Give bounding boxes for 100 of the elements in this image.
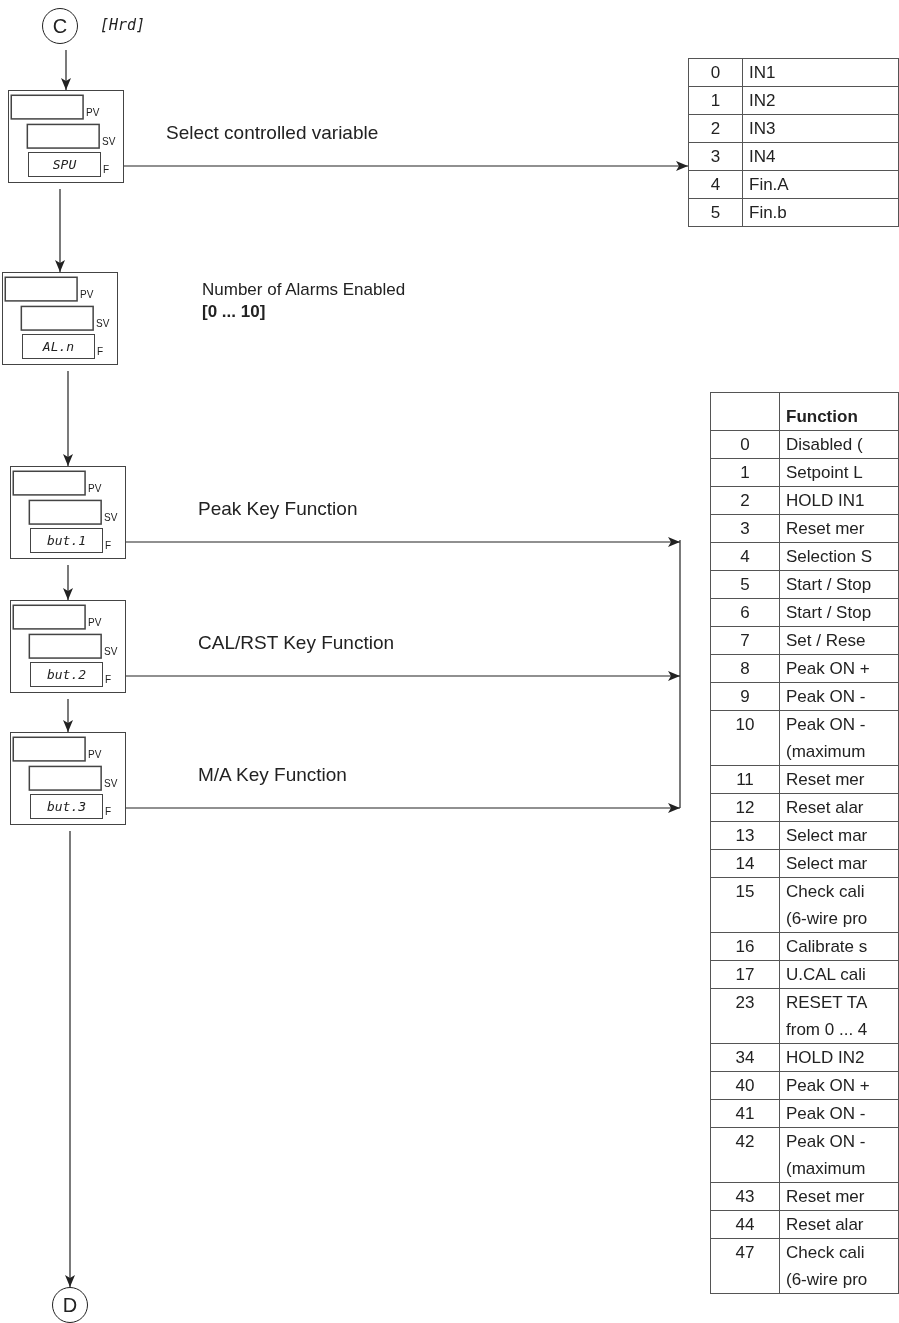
option-description: Check cali (6-wire pro: [779, 1238, 899, 1294]
option-number: 16: [710, 932, 780, 961]
option-number: 12: [710, 793, 780, 822]
parameter-code: SPU: [28, 152, 101, 177]
setting-code: [Hrd]: [100, 16, 146, 34]
column-header: Function: [779, 392, 899, 431]
arrow: [125, 671, 681, 681]
option-description: Select mar: [779, 821, 899, 850]
display-tag: SV: [102, 136, 116, 147]
arrow: [123, 161, 689, 171]
option-number: 0: [710, 430, 780, 459]
controller-display: [10, 600, 126, 693]
option-number: 47: [710, 1238, 780, 1294]
option-description: Reset alar: [779, 793, 899, 822]
display-tag: F: [105, 806, 112, 817]
option-description: IN2: [742, 86, 899, 115]
option-description: Reset alar: [779, 1210, 899, 1239]
option-description: IN1: [742, 58, 899, 87]
option-number: 15: [710, 877, 780, 933]
display-tag: F: [103, 164, 110, 175]
arrow: [55, 188, 65, 273]
option-table: [688, 58, 899, 227]
option-number: 14: [710, 849, 780, 878]
option-number: 7: [710, 626, 780, 655]
option-number: 2: [688, 114, 743, 143]
option-description: Start / Stop: [779, 598, 899, 627]
arrow: [125, 803, 681, 813]
option-number: 4: [710, 542, 780, 571]
option-description: Fin.b: [742, 198, 899, 227]
arrow: [125, 537, 681, 547]
option-number: 1: [688, 86, 743, 115]
option-description: Fin.A: [742, 170, 899, 199]
connector-circle: D: [52, 1287, 88, 1323]
option-number: 40: [710, 1071, 780, 1100]
controller-display: [10, 732, 126, 825]
option-description: HOLD IN1: [779, 486, 899, 515]
parameter-code: but.3: [30, 794, 103, 819]
display-tag: SV: [104, 646, 118, 657]
display-tag: SV: [104, 512, 118, 523]
option-number: 8: [710, 654, 780, 683]
option-number: 5: [710, 570, 780, 599]
option-description: IN3: [742, 114, 899, 143]
option-description: Peak ON +: [779, 1071, 899, 1100]
display-tag: PV: [88, 483, 102, 494]
option-description: HOLD IN2: [779, 1043, 899, 1072]
display-tag: SV: [104, 778, 118, 789]
option-number: 42: [710, 1127, 780, 1183]
parameter-code: AL.n: [22, 334, 95, 359]
parameter-note: Number of Alarms Enabled: [202, 280, 406, 300]
option-number: 10: [710, 710, 780, 766]
option-number: 34: [710, 1043, 780, 1072]
arrow: [63, 564, 73, 601]
parameter-code: but.2: [30, 662, 103, 687]
option-description: Select mar: [779, 849, 899, 878]
option-description: RESET TA from 0 ... 4: [779, 988, 899, 1044]
option-description: Peak ON -: [779, 1099, 899, 1128]
controller-display: [8, 90, 124, 183]
controller-display: [2, 272, 118, 365]
display-tag: F: [97, 346, 104, 357]
option-number: 1: [710, 458, 780, 487]
display-tag: F: [105, 674, 112, 685]
parameter-note: [0 ... 10]: [202, 302, 266, 322]
option-number: 5: [688, 198, 743, 227]
display-tag: F: [105, 540, 112, 551]
option-description: Setpoint L: [779, 458, 899, 487]
display-tag: PV: [86, 107, 100, 118]
controller-display: [10, 466, 126, 559]
option-description: Peak ON +: [779, 654, 899, 683]
option-description: Reset mer: [779, 1182, 899, 1211]
option-description: Calibrate s: [779, 932, 899, 961]
option-number: 9: [710, 682, 780, 711]
connector-circle: C: [42, 8, 78, 44]
option-number: 44: [710, 1210, 780, 1239]
option-number: 2: [710, 486, 780, 515]
arrow: [61, 49, 71, 91]
option-description: Set / Rese: [779, 626, 899, 655]
display-tag: PV: [88, 617, 102, 628]
option-number: 4: [688, 170, 743, 199]
option-description: U.CAL cali: [779, 960, 899, 989]
option-number: 41: [710, 1099, 780, 1128]
display-tag: SV: [96, 318, 110, 329]
display-tag: PV: [88, 749, 102, 760]
option-number: 17: [710, 960, 780, 989]
option-description: Peak ON -: [779, 682, 899, 711]
arrow: [65, 830, 75, 1288]
arrow: [63, 698, 73, 733]
option-description: Disabled (: [779, 430, 899, 459]
option-description: Reset mer: [779, 514, 899, 543]
option-description: IN4: [742, 142, 899, 171]
option-number: 3: [688, 142, 743, 171]
option-description: Start / Stop: [779, 570, 899, 599]
option-description: Reset mer: [779, 765, 899, 794]
option-number: 11: [710, 765, 780, 794]
option-number: 43: [710, 1182, 780, 1211]
option-number: 13: [710, 821, 780, 850]
option-description: Selection S: [779, 542, 899, 571]
display-tag: PV: [80, 289, 94, 300]
arrow: [63, 370, 73, 467]
option-number: 23: [710, 988, 780, 1044]
option-number: 3: [710, 514, 780, 543]
